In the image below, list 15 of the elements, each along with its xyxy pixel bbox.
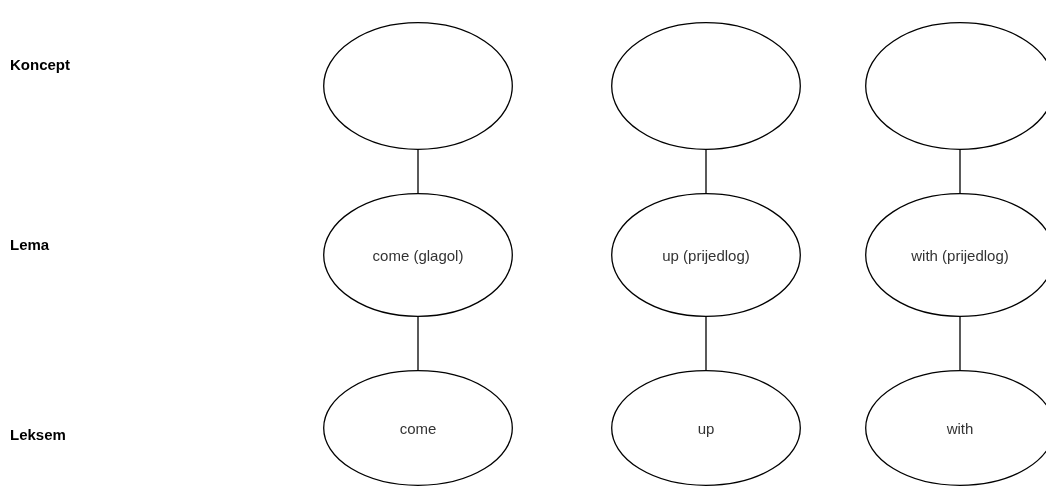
connector-line bbox=[959, 149, 961, 194]
row-label: Koncept bbox=[10, 56, 70, 73]
connector-line bbox=[417, 149, 419, 194]
node-label: up (prijedlog) bbox=[662, 246, 750, 264]
row-label: Leksem bbox=[10, 426, 66, 443]
node-label: with bbox=[946, 419, 974, 437]
connector-line bbox=[705, 149, 707, 194]
node-label: come bbox=[399, 419, 437, 437]
node-label: up bbox=[697, 419, 715, 437]
node-label: come (glagol) bbox=[372, 246, 464, 264]
connector-line bbox=[705, 316, 707, 371]
row-label: Lema bbox=[10, 236, 50, 253]
connector-line bbox=[417, 316, 419, 371]
connector-line bbox=[959, 316, 961, 371]
node-label: with (prijedlog) bbox=[911, 246, 1009, 264]
